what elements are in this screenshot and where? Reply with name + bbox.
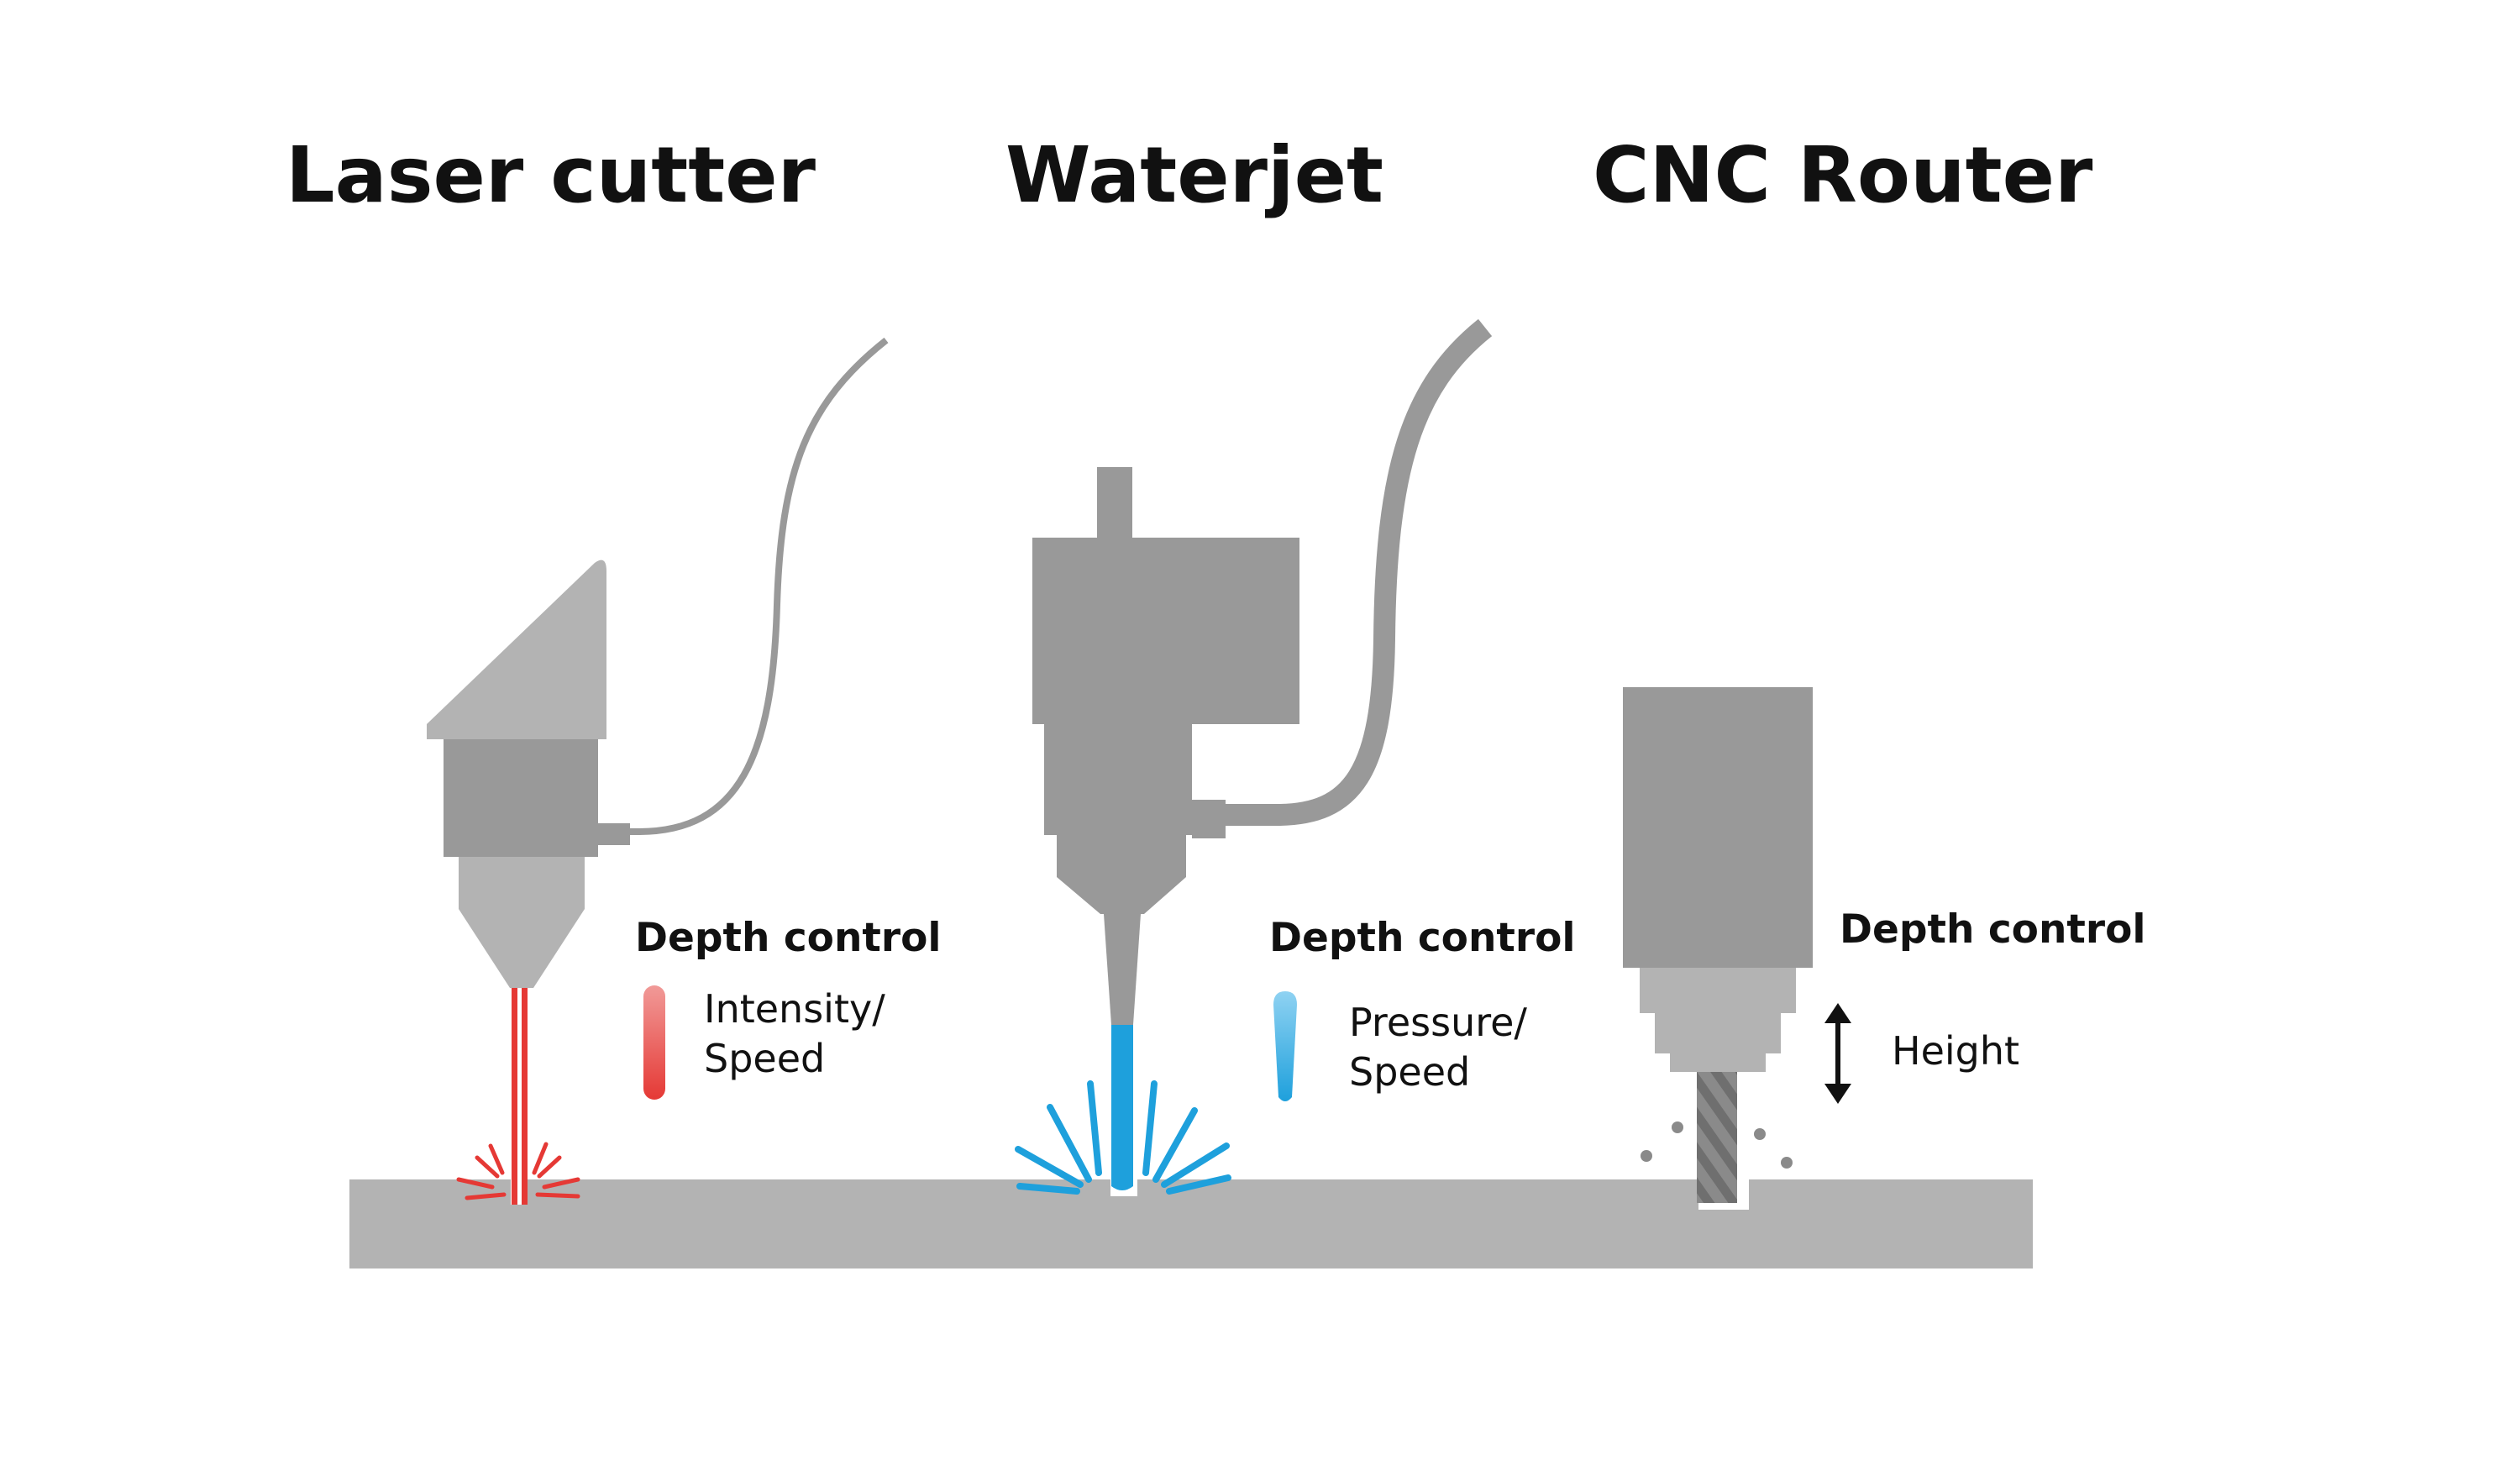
waterjet-hose — [1201, 318, 1493, 826]
cnc-router-machine — [1623, 687, 1813, 1203]
laser-control-line2: Speed — [704, 1036, 825, 1081]
laser-beam-right — [522, 988, 528, 1205]
cnc-control-label: Height — [1892, 1028, 2019, 1074]
title-cnc-router: CNC Router — [1593, 130, 2093, 220]
cnc-chips — [1641, 1121, 1793, 1169]
waterjet-machine — [1015, 318, 1493, 1195]
waterjet-top-pipe — [1097, 467, 1132, 539]
red-gradient-bar-icon — [643, 985, 665, 1100]
cnc-collet-nut — [1670, 1053, 1766, 1072]
blue-gradient-drop-icon — [1273, 991, 1297, 1101]
workpiece-block — [349, 1179, 2033, 1269]
laser-cutter-machine — [427, 337, 889, 1205]
laser-control-line1: Intensity/ — [704, 986, 885, 1032]
waterjet-nozzle — [1104, 914, 1141, 1025]
laser-mirror-housing — [427, 559, 606, 739]
waterjet-hose-connector — [1192, 800, 1226, 838]
laser-sparks — [456, 1142, 580, 1200]
laser-cable-connector — [598, 823, 630, 845]
waterjet-depth-control-label: Depth control — [1269, 915, 1575, 961]
waterjet-stream — [1111, 1025, 1133, 1190]
waterjet-lower-body — [1044, 724, 1192, 835]
laser-cable — [622, 337, 889, 835]
waterjet-upper-body — [1032, 538, 1299, 724]
laser-nozzle — [459, 857, 585, 988]
double-arrow-vertical-icon — [1824, 1003, 1851, 1104]
waterjet-control-line2: Speed — [1349, 1049, 1470, 1095]
waterjet-splash — [1015, 1080, 1231, 1195]
waterjet-control-line1: Pressure/ — [1349, 1000, 1527, 1045]
waterjet-taper — [1057, 835, 1186, 914]
cnc-router-bit — [1697, 1072, 1737, 1203]
cnc-depth-control-label: Depth control — [1840, 906, 2145, 953]
title-laser-cutter: Laser cutter — [286, 130, 816, 220]
laser-beam-left — [512, 988, 517, 1205]
cnc-motor-body — [1623, 687, 1813, 968]
laser-depth-control-label: Depth control — [635, 915, 941, 961]
cnc-collar — [1640, 968, 1796, 1013]
laser-head-body — [444, 739, 598, 857]
cnc-collet — [1655, 1013, 1781, 1053]
title-waterjet: Waterjet — [1005, 130, 1383, 220]
